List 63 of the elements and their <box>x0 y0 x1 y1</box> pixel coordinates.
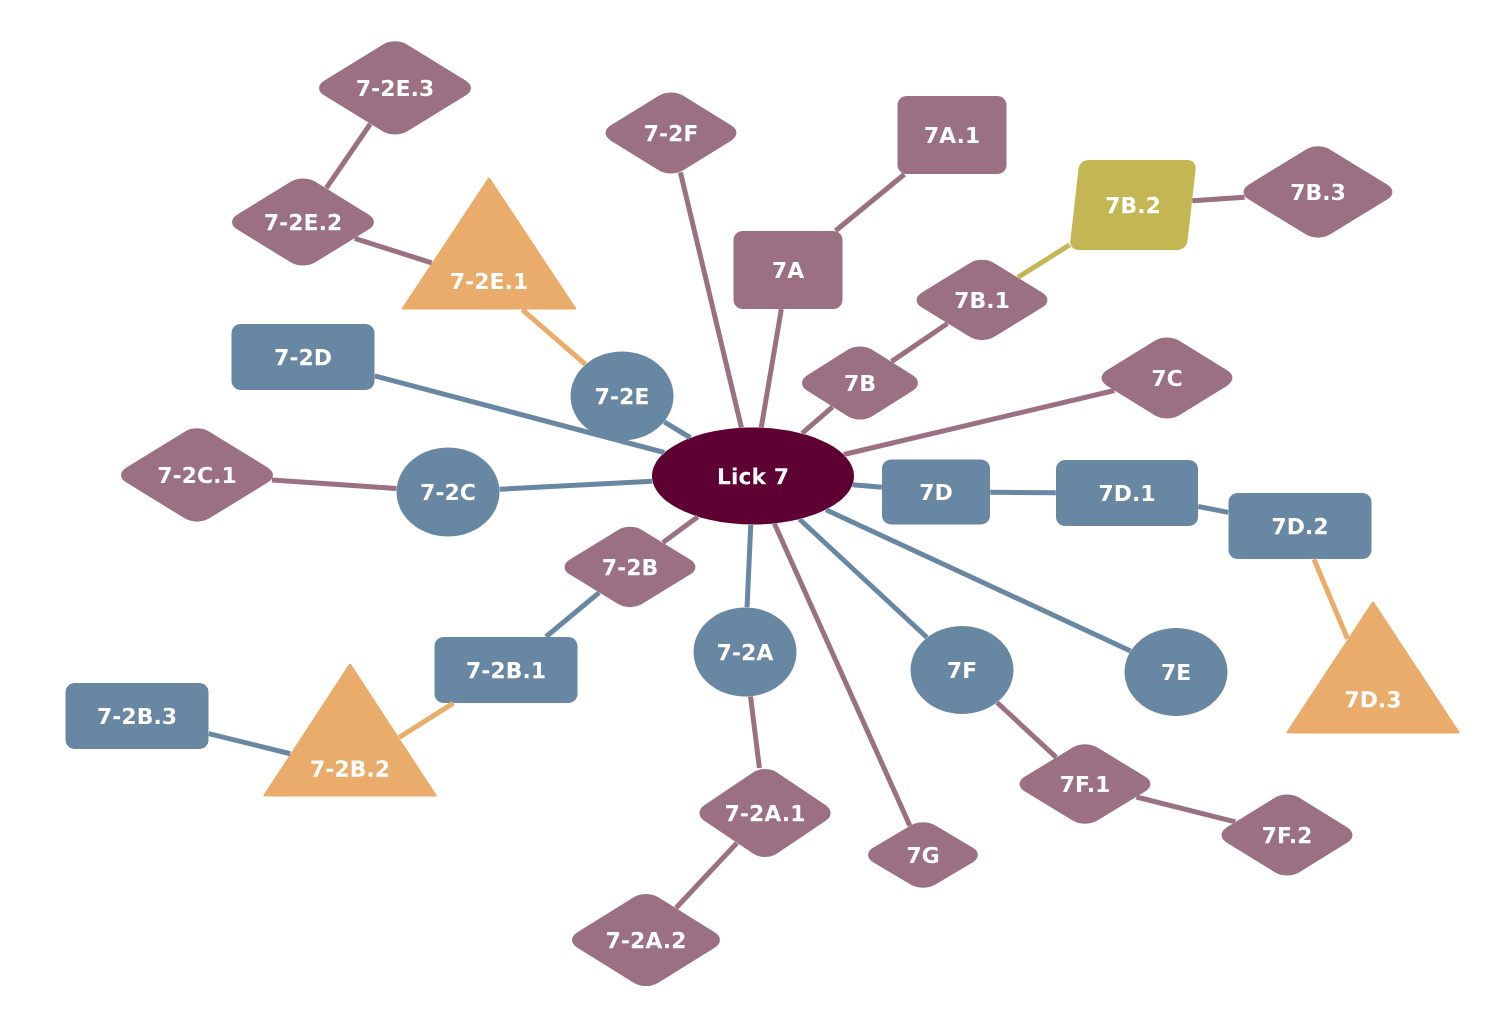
diamond-node: 7-2B <box>564 526 696 608</box>
diamond-node: 7G <box>868 822 978 888</box>
diamond-node: 7-2E.3 <box>319 41 471 135</box>
connector-line <box>824 507 1132 654</box>
connector-line <box>800 404 835 436</box>
triangle-node: 7D.3 <box>1286 601 1460 734</box>
connector-line <box>758 308 784 428</box>
diamond-node: 7B <box>802 346 918 420</box>
diamond-node: 7B.1 <box>916 259 1048 341</box>
connector-line <box>674 841 739 910</box>
connector-line <box>995 700 1058 760</box>
connector-line <box>1192 194 1245 204</box>
rounded-box: 7D.2 <box>1228 493 1372 559</box>
connector-line <box>208 731 291 757</box>
rounded-box: 7D <box>882 459 990 525</box>
connector-line <box>1197 504 1229 515</box>
parallelogram-node: 7B.2 <box>1070 160 1196 250</box>
triangle-node: 7-2E.1 <box>401 177 577 310</box>
connector-line <box>890 321 949 364</box>
connector-line <box>797 517 929 640</box>
connector-line <box>834 172 907 233</box>
diamond-node: 7-2E.2 <box>232 178 374 266</box>
connector-line <box>843 388 1115 457</box>
diamond-node: 7B.3 <box>1243 146 1393 238</box>
connector-line <box>662 419 692 440</box>
diamond-node: 7-2A.1 <box>699 769 831 857</box>
connector-line <box>1016 242 1072 280</box>
diamond-node: 7F.2 <box>1221 794 1353 876</box>
circle-node: 7E <box>1124 628 1228 716</box>
rounded-box: 7-2B.3 <box>65 683 209 749</box>
connector-line <box>520 307 588 367</box>
connector-line <box>324 122 373 190</box>
connector-line <box>748 696 762 769</box>
diamond-node: 7F.1 <box>1019 744 1151 824</box>
triangle-node: 7-2B.2 <box>263 663 437 797</box>
diamond-node: 7-2A.2 <box>572 893 720 987</box>
connector-line <box>374 373 665 455</box>
circle-node: 7-2A <box>693 607 797 697</box>
connector-line <box>678 171 744 429</box>
rounded-box: 7A <box>733 231 843 309</box>
connector-line <box>990 489 1056 496</box>
connector-line <box>499 478 653 492</box>
connector-line <box>1135 794 1236 825</box>
diamond-node: 7C <box>1101 337 1233 419</box>
rounded-box: 7D.1 <box>1056 460 1198 526</box>
connector-line <box>544 590 601 639</box>
diamond-node: 7-2C.1 <box>121 428 273 522</box>
rounded-box: 7-2B.1 <box>434 637 578 703</box>
circle-node: 7F <box>910 626 1014 714</box>
rounded-box: 7A.1 <box>897 96 1007 174</box>
connector-line <box>852 482 883 490</box>
circle-node: 7-2C <box>396 447 500 537</box>
connector-line <box>661 514 700 545</box>
connector-line <box>397 701 455 740</box>
circle-node: 7-2E <box>570 351 674 441</box>
connector-line <box>744 524 754 608</box>
connector-line <box>271 477 397 491</box>
connector-line <box>772 522 913 827</box>
rounded-box: 7-2D <box>231 324 375 390</box>
ellipse-node: Lick 7 <box>652 427 854 525</box>
connector-line <box>353 236 433 266</box>
connector-line <box>1311 558 1350 640</box>
diamond-node: 7-2F <box>605 92 737 174</box>
